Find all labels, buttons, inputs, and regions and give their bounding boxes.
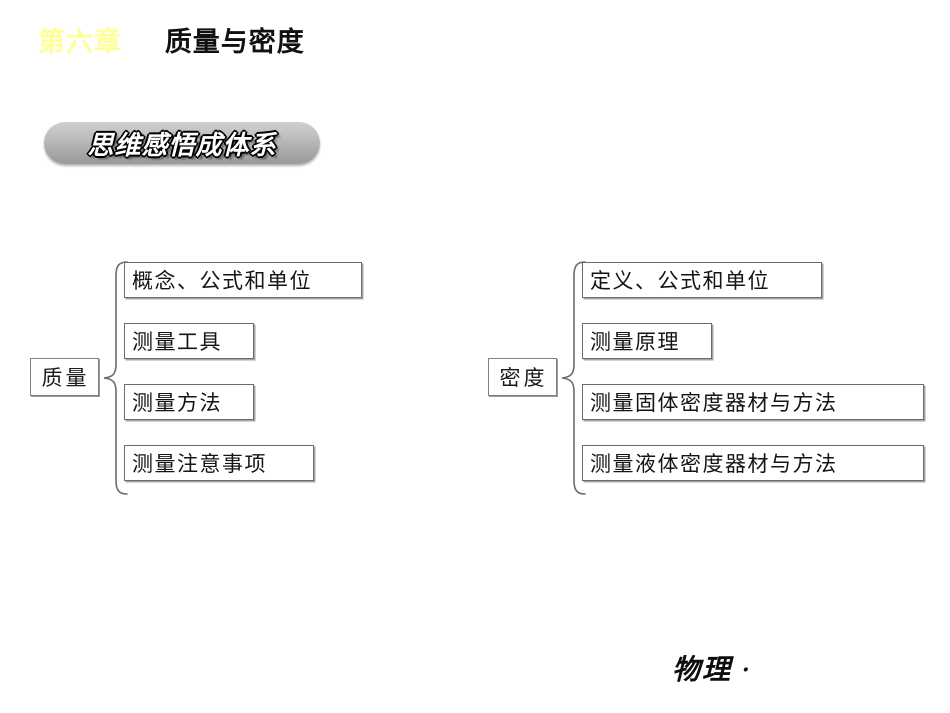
mindmap-leaf: 测量注意事项 (124, 445, 314, 481)
page-title: 第六章 质量与密度 (38, 26, 305, 60)
mindmap-leaf: 测量原理 (582, 323, 712, 359)
mindmap-leaf: 测量固体密度器材与方法 (582, 384, 924, 420)
chapter-subject: 质量与密度 (164, 27, 305, 58)
mindmap-leaf: 定义、公式和单位 (582, 262, 822, 298)
mindmap-leaf: 测量工具 (124, 323, 254, 359)
section-banner-label: 思维感悟成体系 (87, 130, 277, 161)
footer-brand: 物理 · (672, 648, 752, 688)
mindmap-root-density: 密度 (488, 358, 557, 396)
section-banner: 思维感悟成体系 (44, 122, 320, 164)
footer-brand-label: 物理 (672, 653, 733, 686)
mindmap-leaf: 测量液体密度器材与方法 (582, 445, 924, 481)
mindmap-leaf: 概念、公式和单位 (124, 262, 362, 298)
footer-brand-mark: · (742, 657, 752, 683)
chapter-label: 第六章 (38, 27, 122, 58)
mindmap-root-mass: 质量 (30, 358, 99, 396)
mindmap-leaf: 测量方法 (124, 384, 254, 420)
